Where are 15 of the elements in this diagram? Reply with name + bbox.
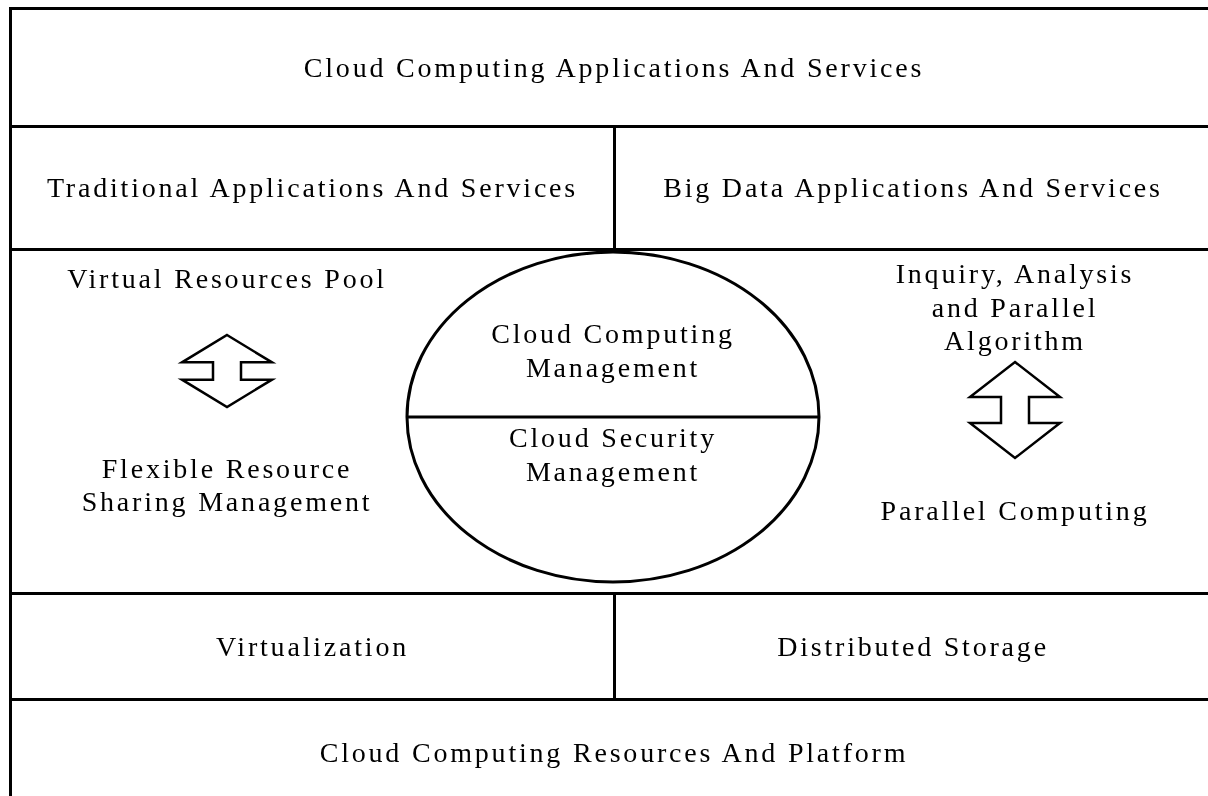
layer-label: Virtualization	[216, 629, 409, 664]
layer-label: Traditional Applications And Services	[46, 171, 579, 205]
double-block-arrow	[966, 360, 1064, 460]
node-label: Flexible Resource Sharing Management	[80, 451, 374, 519]
layer-label: Cloud Computing Applications And Services	[303, 50, 925, 85]
layer-box	[9, 7, 1208, 128]
node-label: Inquiry, Analysis and Parallel Algorithm	[894, 257, 1136, 358]
ellipse-label: Cloud Computing Management	[490, 317, 736, 385]
double-block-arrow	[177, 333, 277, 409]
node-label: Parallel Computing	[880, 494, 1150, 528]
layer-label: Cloud Computing Resources And Platform	[319, 736, 909, 770]
layer-label: Distributed Storage	[777, 629, 1049, 664]
layer-label: Big Data Applications And Services	[663, 171, 1163, 205]
ellipse-label: Cloud Security Management	[508, 421, 718, 489]
node-label: Virtual Resources Pool	[67, 262, 387, 296]
